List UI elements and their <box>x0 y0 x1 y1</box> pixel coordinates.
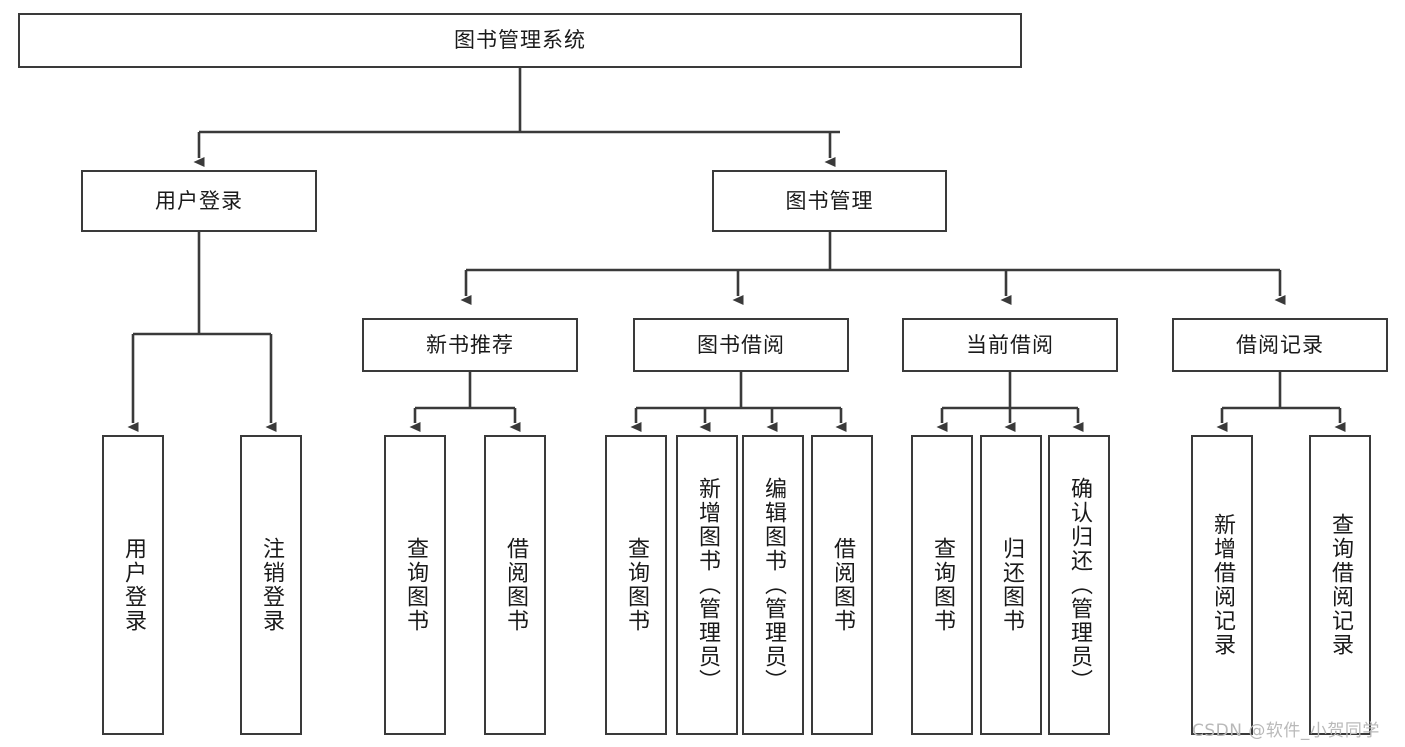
node-label: 查询借阅记录 <box>1327 513 1353 657</box>
node-label: 归还图书 <box>998 537 1024 633</box>
node-book-management[interactable]: 图书管理 <box>712 170 947 232</box>
node-label: 用户登录 <box>120 537 146 633</box>
node-label: 查询图书 <box>402 537 428 633</box>
node-label: 用户登录 <box>155 188 243 213</box>
node-label: 查询图书 <box>623 537 649 633</box>
node-label: 当前借阅 <box>966 332 1054 357</box>
node-leaf-borrow-book[interactable]: 借阅图书 <box>811 435 873 735</box>
node-label: 编辑图书（管理员） <box>760 477 786 693</box>
node-label: 注销登录 <box>258 537 284 633</box>
node-leaf-user-login[interactable]: 用户登录 <box>102 435 164 735</box>
node-label: 图书借阅 <box>697 332 785 357</box>
node-leaf-add-borrow-record[interactable]: 新增借阅记录 <box>1191 435 1253 735</box>
node-label: 确认归还（管理员） <box>1066 477 1092 693</box>
node-leaf-logout[interactable]: 注销登录 <box>240 435 302 735</box>
node-label: 新增图书（管理员） <box>694 477 720 693</box>
node-leaf-query-book-current[interactable]: 查询图书 <box>911 435 973 735</box>
node-leaf-return-book[interactable]: 归还图书 <box>980 435 1042 735</box>
node-new-book-recommend[interactable]: 新书推荐 <box>362 318 578 372</box>
node-label: 借阅图书 <box>502 537 528 633</box>
node-label: 查询图书 <box>929 537 955 633</box>
node-leaf-query-book-new[interactable]: 查询图书 <box>384 435 446 735</box>
node-book-borrow[interactable]: 图书借阅 <box>633 318 849 372</box>
node-label: 图书管理 <box>785 188 874 213</box>
node-leaf-borrow-book-new[interactable]: 借阅图书 <box>484 435 546 735</box>
node-label: 借阅图书 <box>829 537 855 633</box>
node-borrow-record[interactable]: 借阅记录 <box>1172 318 1388 372</box>
node-leaf-confirm-return-admin[interactable]: 确认归还（管理员） <box>1048 435 1110 735</box>
node-user-login[interactable]: 用户登录 <box>81 170 317 232</box>
csdn-watermark: CSDN @软件_小贺同学 <box>1192 721 1380 741</box>
node-label: 图书管理系统 <box>454 28 586 53</box>
node-label: 新增借阅记录 <box>1209 513 1235 657</box>
node-leaf-query-book-borrow[interactable]: 查询图书 <box>605 435 667 735</box>
node-current-borrow[interactable]: 当前借阅 <box>902 318 1118 372</box>
node-leaf-edit-book-admin[interactable]: 编辑图书（管理员） <box>742 435 804 735</box>
node-leaf-add-book-admin[interactable]: 新增图书（管理员） <box>676 435 738 735</box>
node-root-library-system[interactable]: 图书管理系统 <box>18 13 1022 68</box>
node-leaf-query-borrow-record[interactable]: 查询借阅记录 <box>1309 435 1371 735</box>
node-label: 新书推荐 <box>426 332 514 357</box>
node-label: 借阅记录 <box>1236 332 1324 357</box>
